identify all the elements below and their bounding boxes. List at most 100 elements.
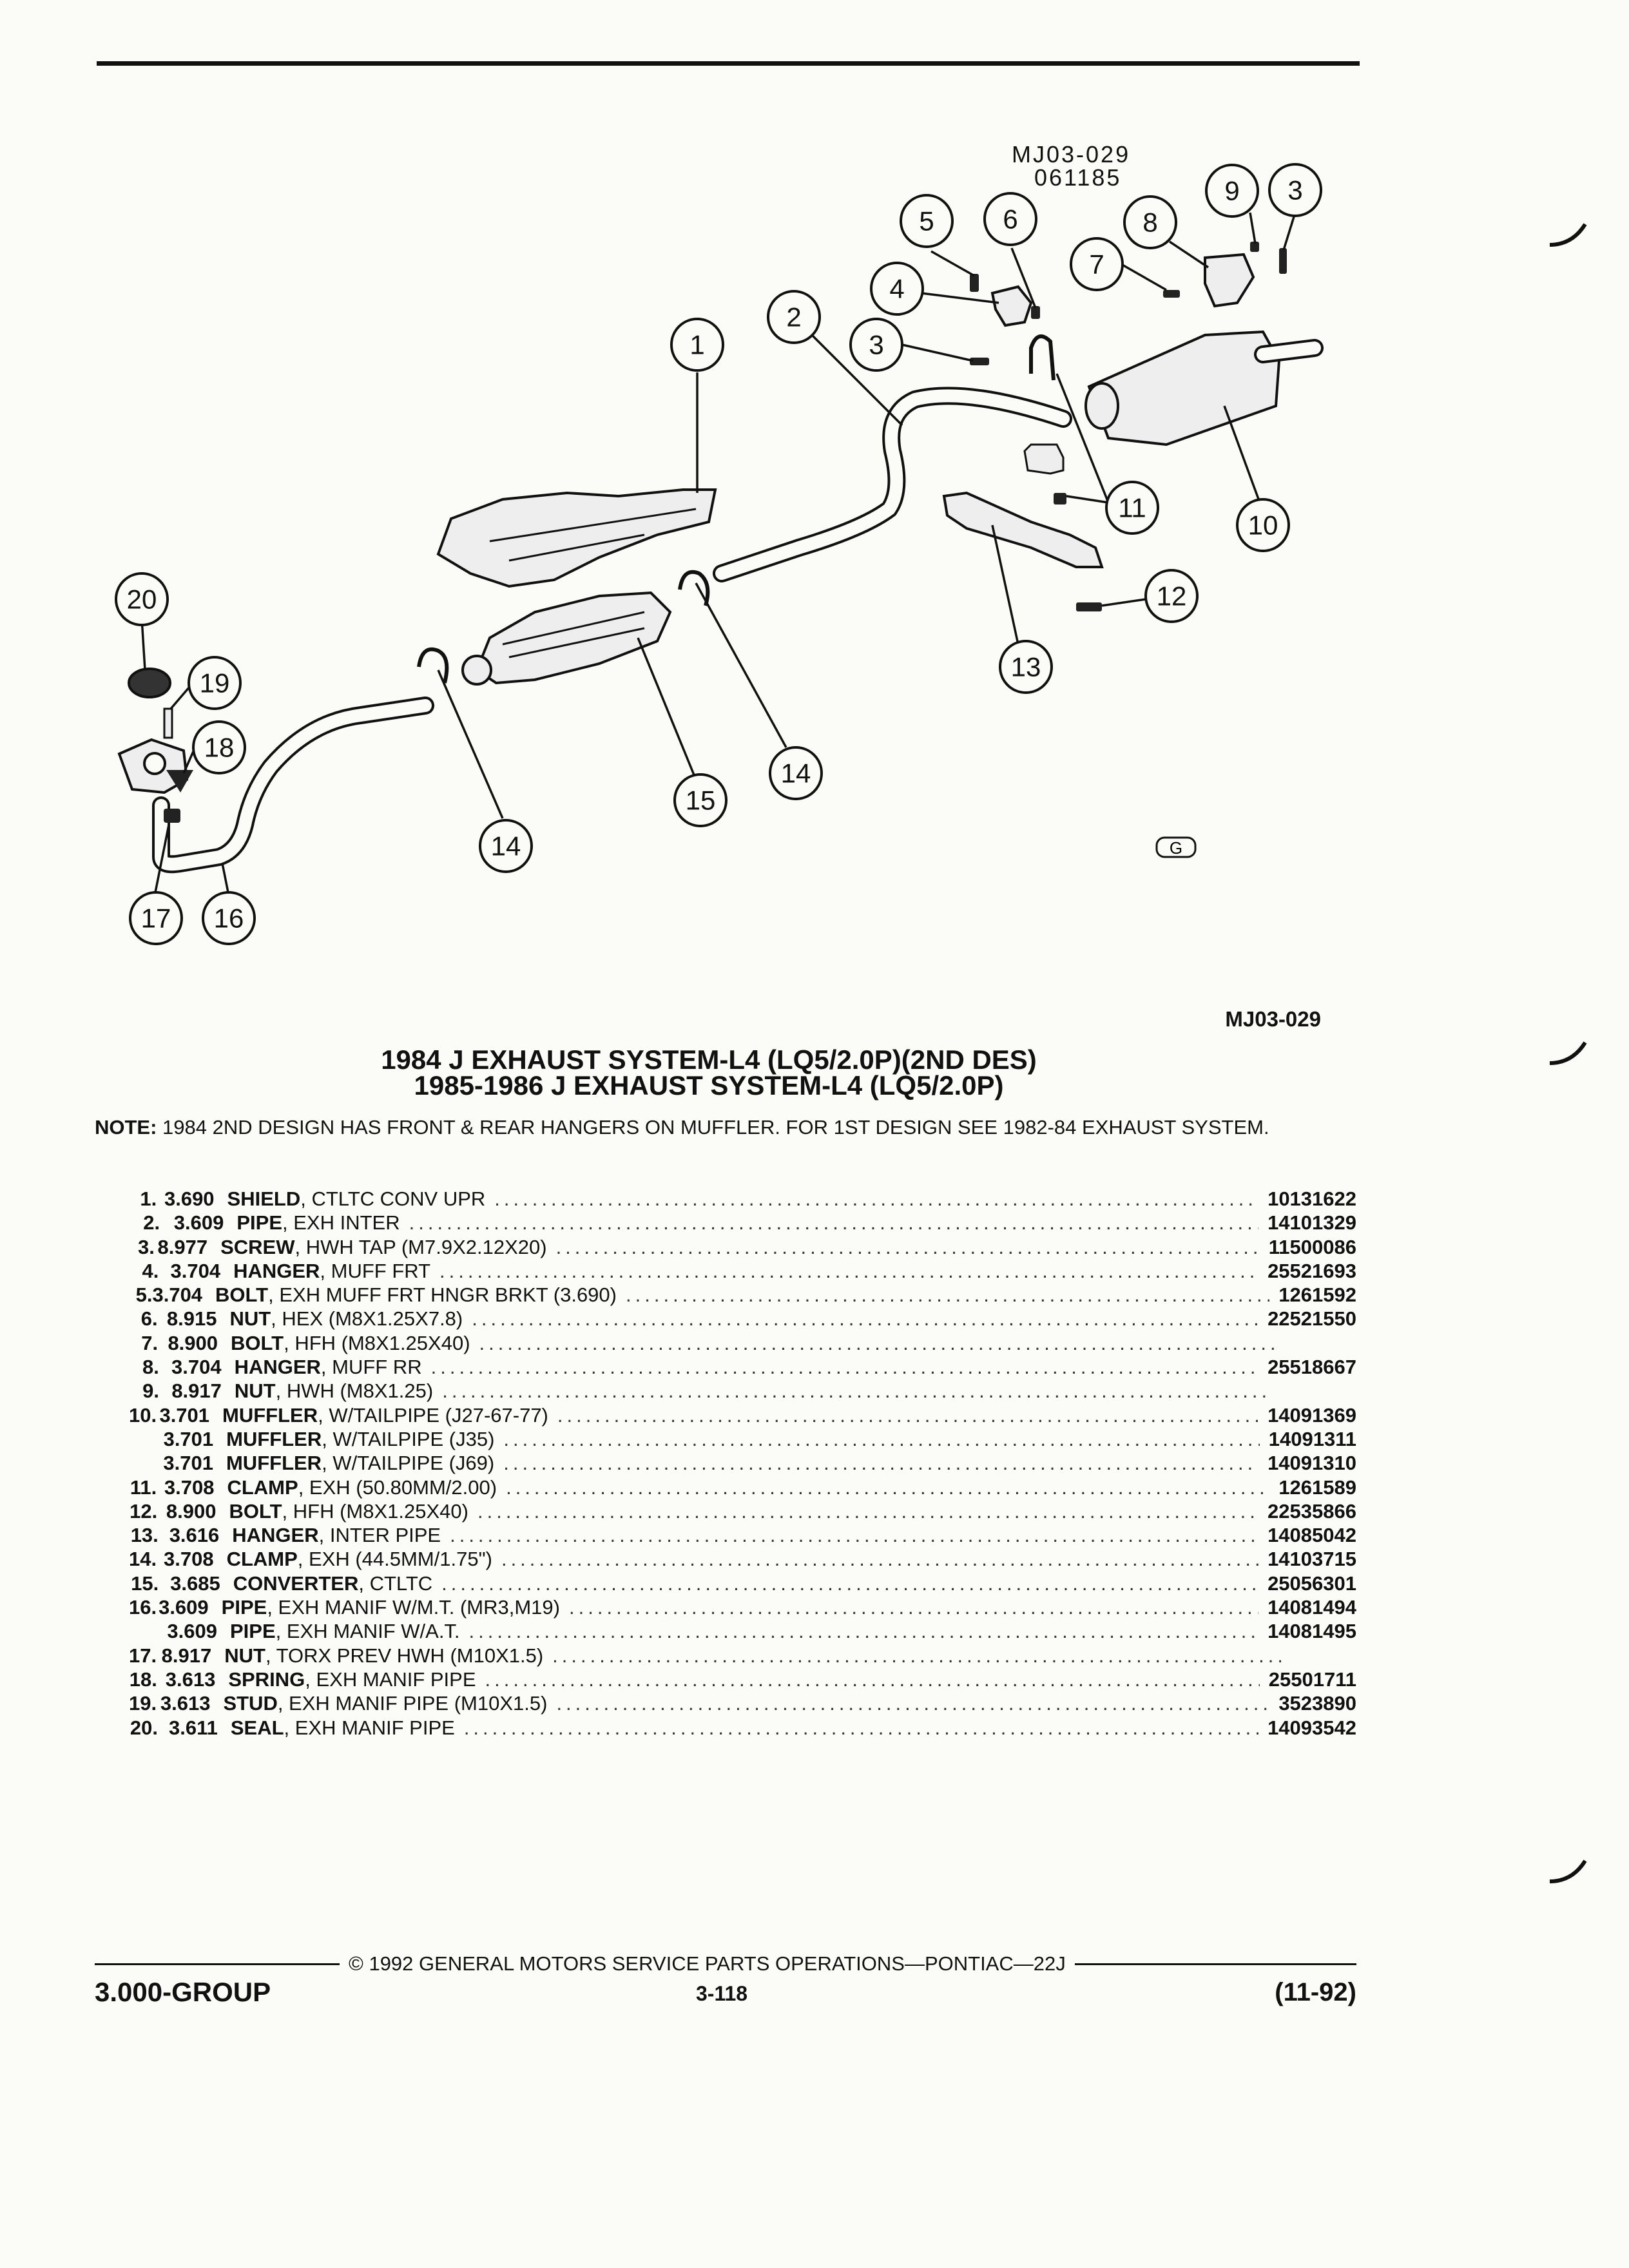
part-name: CONVERTER — [233, 1571, 359, 1595]
part-catalog-number: 14085042 — [1268, 1524, 1356, 1547]
callout-19: 19 — [188, 656, 242, 710]
svg-text:2: 2 — [786, 302, 801, 332]
part-detail: , TORX PREV HWH (M10X1.5) — [265, 1644, 544, 1667]
part-name: CLAMP — [227, 1475, 298, 1499]
dot-leader: ........................................… — [439, 1259, 1259, 1282]
dot-leader: ........................................… — [468, 1620, 1259, 1643]
part-name: CLAMP — [226, 1548, 298, 1571]
part-detail: , CTLTC CONV UPR — [300, 1187, 486, 1210]
leader-lines — [140, 212, 1296, 896]
part-number-index: 14. — [129, 1548, 157, 1571]
svg-text:16: 16 — [214, 903, 244, 934]
part-description: HANGER, INTER PIPE — [232, 1523, 441, 1547]
callout-13: 13 — [999, 640, 1053, 694]
part-group-code: 3.616 — [169, 1524, 220, 1547]
bolt-7 — [1163, 290, 1180, 298]
part-detail: , MUFF FRT — [320, 1259, 431, 1282]
part-name: HANGER — [234, 1356, 321, 1379]
callout-10: 10 — [1236, 498, 1290, 552]
part-description: PIPE, EXH MANIF W/M.T. (MR3,M19) — [222, 1595, 560, 1619]
dot-leader: ........................................… — [626, 1283, 1270, 1307]
part-description: HANGER, MUFF FRT — [233, 1259, 430, 1283]
part-detail: , HWH TAP (M7.9X2.12X20) — [294, 1235, 547, 1258]
intermediate-pipe — [713, 387, 1072, 582]
part-detail: , HEX (M8X1.25X7.8) — [271, 1307, 463, 1331]
footer-revision: (11-92) — [1275, 1978, 1356, 2006]
u-clamp — [1029, 334, 1055, 381]
svg-text:7: 7 — [1089, 249, 1104, 280]
part-catalog-number: 3523890 — [1278, 1692, 1356, 1715]
part-number-index: 8. — [142, 1356, 159, 1379]
nut-6 — [1031, 306, 1040, 319]
part-group-code: 3.609 — [173, 1211, 224, 1235]
part-number-index: 10. — [129, 1403, 157, 1427]
figure-code-id: MJ03-029 — [1012, 141, 1131, 168]
callout-9: 9 — [1205, 164, 1259, 218]
callout-6: 6 — [983, 192, 1037, 246]
part-catalog-number: 14091311 — [1268, 1427, 1356, 1450]
callout-18: 18 — [192, 720, 246, 774]
callout-17: 17 — [129, 891, 183, 945]
dot-leader: ........................................… — [569, 1596, 1259, 1619]
part-detail: , EXH MANIF W/A.T. — [275, 1620, 460, 1643]
page-number: 3-118 — [696, 1982, 748, 2005]
part-name: SEAL — [230, 1716, 284, 1739]
part-group-code: 8.917 — [161, 1644, 212, 1667]
part-name: BOLT — [229, 1499, 282, 1523]
part-catalog-number: 14081495 — [1268, 1620, 1356, 1643]
dot-leader: ........................................… — [409, 1211, 1258, 1235]
part-number-index: 2. — [143, 1211, 160, 1235]
stud-part — [163, 707, 173, 739]
part-catalog-number: 14091310 — [1268, 1452, 1356, 1475]
binder-mark-1 — [1549, 223, 1587, 247]
note: NOTE: 1984 2ND DESIGN HAS FRONT & REAR H… — [95, 1116, 1351, 1139]
part-group-code: 3.613 — [165, 1667, 216, 1691]
screw-3b — [1279, 248, 1287, 274]
part-name: BOLT — [231, 1331, 284, 1354]
bolt-5 — [970, 274, 979, 292]
dot-leader: ........................................… — [501, 1548, 1258, 1571]
part-number-index: 11. — [130, 1475, 157, 1499]
callout-4: 4 — [870, 262, 924, 316]
part-group-code: 3.613 — [160, 1692, 211, 1715]
part-group-code: 3.685 — [170, 1571, 220, 1595]
part-group-code: 3.701 — [159, 1403, 210, 1427]
dot-leader: ........................................… — [552, 1644, 1281, 1667]
part-description: NUT, HEX (M8X1.25X7.8) — [229, 1307, 463, 1331]
callout-2: 2 — [767, 290, 821, 344]
part-group-code: 3.609 — [159, 1596, 209, 1619]
callout-3a: 3 — [849, 318, 903, 372]
clamp-saddle — [1023, 443, 1065, 475]
part-detail: , INTER PIPE — [318, 1524, 441, 1547]
dot-leader: ........................................… — [494, 1187, 1258, 1210]
part-detail: , EXH MUFF FRT HNGR BRKT (3.690) — [268, 1283, 617, 1307]
converter-part — [475, 591, 672, 685]
part-name: SHIELD — [227, 1187, 301, 1210]
dot-leader: ........................................… — [442, 1379, 1271, 1403]
callout-14a: 14 — [769, 746, 823, 800]
part-detail: , W/TAILPIPE (J35) — [322, 1427, 495, 1450]
part-detail: , W/TAILPIPE (J27-67-77) — [318, 1403, 548, 1427]
callout-12: 12 — [1144, 569, 1199, 623]
svg-text:3: 3 — [1287, 175, 1302, 206]
seal-part — [128, 668, 171, 698]
part-name: SCREW — [220, 1235, 295, 1258]
part-detail: , EXH MANIF W/M.T. (MR3,M19) — [267, 1596, 560, 1619]
part-group-code: 8.900 — [166, 1499, 217, 1523]
part-catalog-number: 25518667 — [1268, 1356, 1356, 1379]
part-name: NUT — [234, 1379, 276, 1403]
part-group-code: 3.708 — [163, 1548, 214, 1571]
part-name: MUFFLER — [226, 1452, 322, 1475]
dot-leader: ........................................… — [555, 1235, 1260, 1258]
figure-code: MJ03-029 061185 — [1012, 143, 1130, 189]
